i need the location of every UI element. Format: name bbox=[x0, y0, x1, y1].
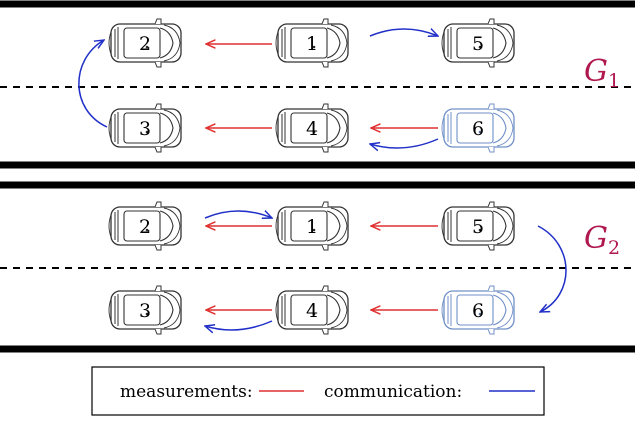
legend-box bbox=[91, 366, 545, 416]
car-label: 3 bbox=[139, 118, 151, 140]
graph-label: G2 bbox=[584, 221, 620, 259]
car-body bbox=[108, 201, 182, 251]
graph-label: G1 bbox=[584, 54, 620, 92]
graph-g2: 2 1 5 3 bbox=[0, 181, 635, 353]
legend-measurements-label: measurements: bbox=[120, 382, 253, 402]
car-body bbox=[108, 18, 182, 68]
legend: measurements: communication: bbox=[91, 366, 545, 416]
car-body bbox=[441, 103, 515, 153]
car-2: 2 bbox=[108, 18, 182, 68]
car-label: 6 bbox=[472, 300, 484, 322]
car-1: 1 bbox=[275, 18, 349, 68]
graph-g1: 2 1 5 3 bbox=[0, 0, 635, 169]
legend-communication-label: communication: bbox=[324, 382, 462, 402]
car-label: 5 bbox=[472, 216, 484, 238]
car-5: 5 bbox=[441, 18, 515, 68]
communication-edge-4-to-3 bbox=[205, 320, 273, 330]
car-body bbox=[275, 18, 349, 68]
communication-edge-5-to-6 bbox=[537, 225, 567, 312]
car-label: 2 bbox=[139, 216, 151, 238]
communication-edge-3-to-2 bbox=[78, 40, 108, 128]
car-1: 1 bbox=[275, 201, 349, 251]
car-body bbox=[275, 285, 349, 335]
car-body bbox=[108, 285, 182, 335]
communication-edge-1-to-5 bbox=[369, 29, 438, 36]
car-body bbox=[441, 201, 515, 251]
car-body bbox=[275, 201, 349, 251]
car-5: 5 bbox=[441, 201, 515, 251]
car-4: 4 bbox=[275, 103, 349, 153]
car-6: 6 bbox=[441, 103, 515, 153]
car-label: 2 bbox=[139, 33, 151, 55]
communication-edge-6-to-4 bbox=[370, 138, 439, 148]
car-label: 4 bbox=[306, 300, 318, 322]
car-6: 6 bbox=[441, 285, 515, 335]
car-label: 1 bbox=[306, 33, 318, 55]
car-body bbox=[441, 18, 515, 68]
car-label: 4 bbox=[306, 118, 318, 140]
car-label: 1 bbox=[306, 216, 318, 238]
car-4: 4 bbox=[275, 285, 349, 335]
communication-edge-2-to-1 bbox=[204, 211, 272, 218]
car-label: 5 bbox=[472, 33, 484, 55]
car-3: 3 bbox=[108, 285, 182, 335]
car-label: 6 bbox=[472, 118, 484, 140]
car-label: 3 bbox=[139, 300, 151, 322]
car-2: 2 bbox=[108, 201, 182, 251]
car-body bbox=[441, 285, 515, 335]
car-body bbox=[275, 103, 349, 153]
car-body bbox=[108, 103, 182, 153]
car-3: 3 bbox=[108, 103, 182, 153]
